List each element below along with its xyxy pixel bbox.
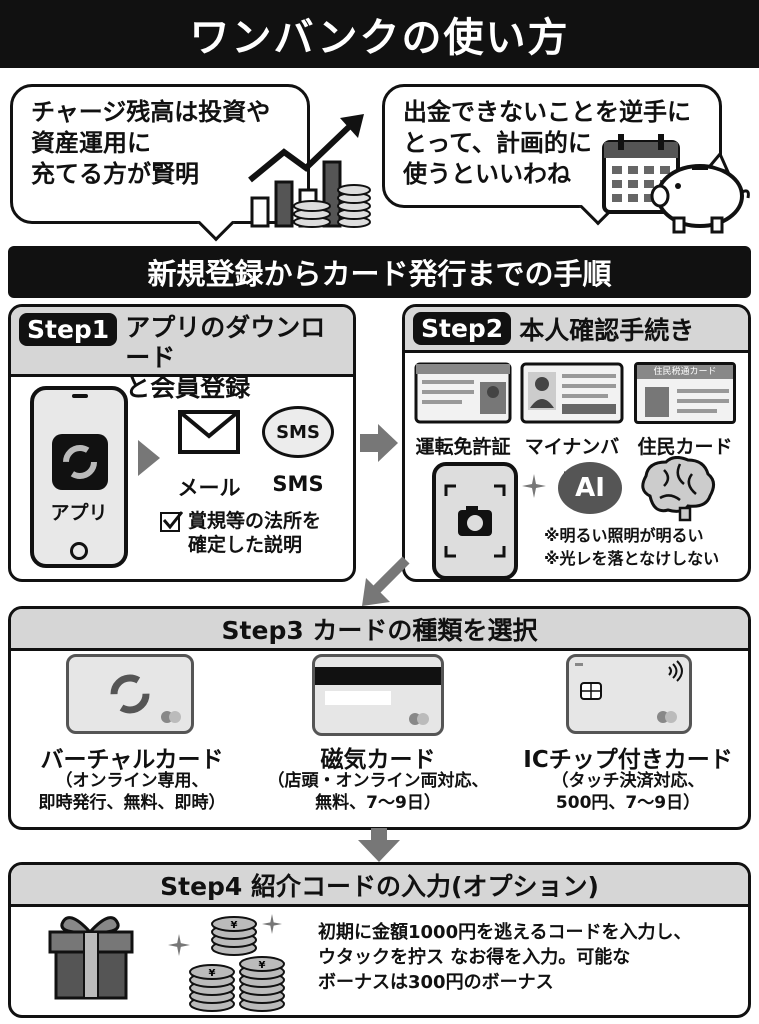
doc-label-resident: 住民カード [637,436,733,458]
step4-title: Step4 紹介コードの入力(オプション) [160,871,599,901]
sms-label: SMS [272,472,324,496]
doc-label-license: 運転免許証 [415,436,511,458]
card-desc-ic: （タッチ決済対応、 500円、7〜9日） [510,770,746,814]
investment-growth-icon [248,114,371,228]
brain-icon [641,456,715,522]
step1-tag: Step1 [19,313,118,346]
card-desc-ic-line-2: 500円、7〜9日） [555,793,701,814]
step2-title: 本人確認手続き [519,315,695,345]
step2-note-2: ※光レを落となけしない [544,549,720,569]
step1-header: Step1 アプリのダウンロード と会員登録 [11,307,353,402]
sparkle-icon [522,474,546,498]
sms-icon-text: SMS [276,421,320,443]
coin-symbol-right: ¥ [259,960,266,971]
step4-header: Step4 紹介コードの入力(オプション) [11,865,748,907]
step1-title-line-1: アプリのダウンロード [125,313,326,372]
page-title: ワンバンクの使い方 [0,0,759,68]
card-name-virtual: バーチャルカード [40,747,224,773]
tip-left-line-1: チャージ残高は投資や [31,98,271,126]
tip-right-line-1: 出金できないことを逆手に [403,98,691,126]
step2-header: Step2 本人確認手続き [405,307,748,353]
ai-badge-text: AI [575,473,605,503]
ic-card-icon [566,654,692,734]
sms-bubble-icon: SMS [262,406,334,458]
card-desc-magnetic-line-2: 無料、7〜9日） [315,793,441,814]
piggy-bank-icon [650,152,750,234]
ai-badge-icon: AI [558,462,622,514]
sparkle-icon-left [168,934,190,956]
tip-left-line-2: 資産運用に [31,129,151,158]
step4-desc-line-3: ボーナスは300円のボーナス [318,972,554,994]
phone-camera-icon [432,462,518,580]
card-desc-ic-line-1: （タッチ決済対応、 [551,771,705,791]
check-line-2: 確定した説明 [188,533,303,556]
coin-stack-icon: ¥ ¥ ¥ [189,916,285,1012]
step4-desc-line-1: 初期に金額1000円を逃えるコードを入力し、 [318,922,692,943]
step3-title: Step3 カードの種類を選択 [221,615,538,645]
mynumber-card-icon [520,362,624,424]
arrow-step2-to-step3 [362,556,410,606]
card-desc-magnetic: （店頭・オンライン両対応、 無料、7〜9日） [252,770,504,814]
card-desc-magnetic-line-1: （店頭・オンライン両対応、 [267,771,489,791]
step2-tag: Step2 [413,312,512,345]
app-label: アプリ [50,502,108,524]
step1-title-line-2: と会員登録 [125,373,251,402]
gift-box-icon [48,916,134,1000]
check-text: 賞規等の法所を 確定した説明 [188,510,321,558]
arrow-step3-to-step4 [358,828,400,862]
tip-left-line-3: 充てる方が賢明 [31,160,199,189]
check-line-1: 賞規等の法所を [188,510,322,532]
phone-icon: アプリ [30,386,128,568]
tip-right-line-2: とって、計画的に [403,129,592,158]
step4-description: 初期に金額1000円を逃えるコードを入力し、 ウタックを拧ス なお得を入力。可能… [318,920,738,996]
app-logo-icon [52,434,108,490]
card-desc-virtual-line-1: （オンライン専用、 [55,771,209,791]
coin-symbol-top: ¥ [231,920,238,931]
magnetic-card-icon [312,654,444,736]
virtual-card-icon [66,654,194,734]
step4-desc-line-2: ウタックを拧ス なお得を入力。可能な [318,947,631,969]
card-name-magnetic: 磁気カード [320,747,436,773]
tip-right-line-3: 使うといいわね [403,160,571,189]
section-title: 新規登録からカード発行までの手順 [8,246,751,298]
sparkle-icon-right [262,914,282,934]
coin-symbol-left: ¥ [209,968,216,979]
mail-label: メール [177,476,241,500]
card-desc-virtual: （オンライン専用、 即時発行、無料、即時） [14,770,250,814]
checkbox-icon [160,511,183,532]
resident-card-header: 住民税通カード [637,365,733,379]
drivers-license-icon [414,362,512,424]
arrow-right-icon [138,440,160,476]
step2-note-1: ※明るい照明が明るい [544,526,704,545]
resident-card-icon: 住民税通カード [634,362,736,424]
home-button [70,542,88,560]
card-desc-virtual-line-2: 即時発行、無料、即時） [38,793,226,814]
tip-bubble-left: チャージ残高は投資や 資産運用に 充てる方が賢明 [10,84,310,242]
mail-icon [178,410,240,454]
step2-notes: ※明るい照明が明るい ※光レを落となけしない [544,524,719,570]
card-name-ic: ICチップ付きカード [523,747,733,773]
step3-header: Step3 カードの種類を選択 [11,609,748,651]
step2-panel: Step2 本人確認手続き [402,304,751,582]
